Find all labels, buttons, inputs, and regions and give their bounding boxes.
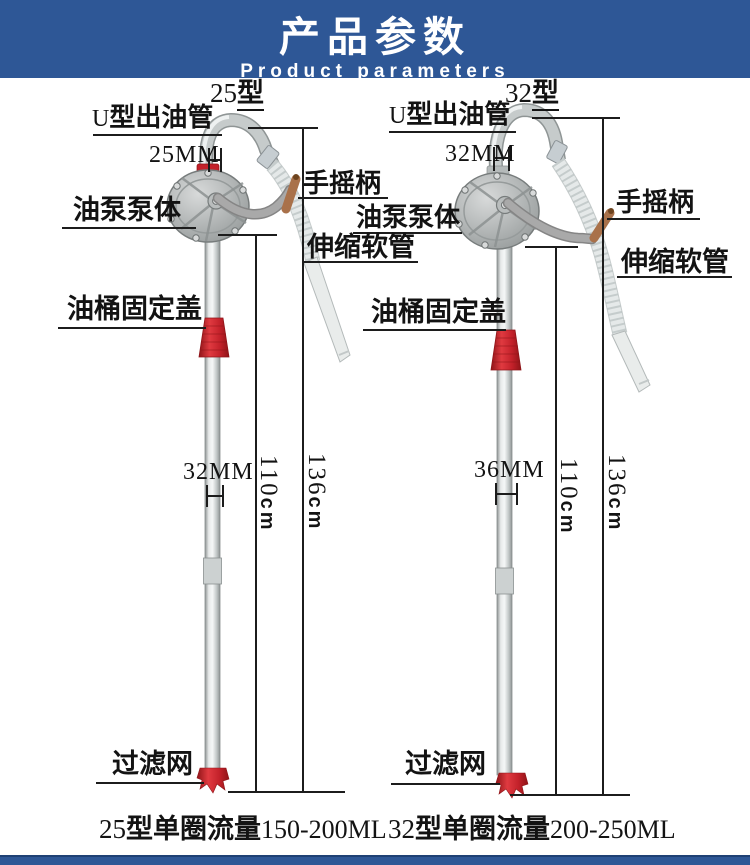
right-nozzle xyxy=(611,330,651,393)
left-filter-tip xyxy=(196,767,230,794)
right-hose-label: 伸缩软管 xyxy=(621,247,729,277)
right-body-label: 油泵泵体 xyxy=(356,202,461,232)
right-model-label: 32型 xyxy=(505,78,559,111)
left-cap-label: 油桶固定盖 xyxy=(67,294,202,324)
left-model-label: 25型 xyxy=(210,78,264,111)
right-outlet-diameter-label: 32MM xyxy=(445,141,516,167)
left-total-length-label: 136cm xyxy=(303,453,330,532)
page-title: 产品参数 xyxy=(279,14,471,60)
page-subtitle: Product parameters xyxy=(240,61,510,82)
right-inner-length-label: 110cm xyxy=(555,458,582,536)
right-outlet-pipe-label: U型出油管 xyxy=(389,99,511,129)
right-flow-caption: 32型单圈流量200-250ML xyxy=(388,814,676,844)
right-filter-label: 过滤网 xyxy=(405,749,486,779)
left-filter-label: 过滤网 xyxy=(112,749,193,779)
right-crank xyxy=(502,197,615,245)
left-tube-joint xyxy=(203,557,222,585)
left-nozzle xyxy=(303,256,351,363)
right-wooden-handle xyxy=(589,208,615,243)
left-handle-label: 手摇柄 xyxy=(303,168,382,198)
header-band: 产品参数 Product parameters xyxy=(0,0,750,82)
left-hose-clamp xyxy=(256,145,280,169)
right-tube-joint xyxy=(495,567,514,595)
left-tube-diameter-label: 32MM xyxy=(183,459,254,485)
left-suction-tube xyxy=(204,239,221,771)
left-outlet-pipe-label: U型出油管 xyxy=(92,102,214,132)
right-tube-diameter-bracket xyxy=(495,483,518,505)
right-pump-body xyxy=(454,172,540,250)
right-total-length-label: 136cm xyxy=(603,454,630,533)
right-handle-label: 手摇柄 xyxy=(616,187,695,217)
left-barrel-cap xyxy=(198,317,230,358)
left-outlet-diameter-label: 25MM xyxy=(149,142,220,168)
left-tube-diameter-bracket xyxy=(206,485,224,507)
left-hose-label: 伸缩软管 xyxy=(307,232,415,262)
left-flow-caption: 25型单圈流量150-200ML xyxy=(99,814,387,844)
right-tube-diameter-label: 36MM xyxy=(474,457,545,483)
right-cap-label: 油桶固定盖 xyxy=(371,297,506,327)
left-wooden-handle xyxy=(281,174,301,214)
left-crank xyxy=(212,174,301,220)
bottom-section-strip xyxy=(0,855,750,865)
left-inner-length-label: 110cm xyxy=(255,455,282,533)
right-hose-clamp xyxy=(546,140,568,164)
right-filter-tip xyxy=(495,772,529,799)
right-barrel-cap xyxy=(490,329,522,371)
right-pipe-collar xyxy=(486,165,510,180)
left-body-label: 油泵泵体 xyxy=(73,195,181,225)
